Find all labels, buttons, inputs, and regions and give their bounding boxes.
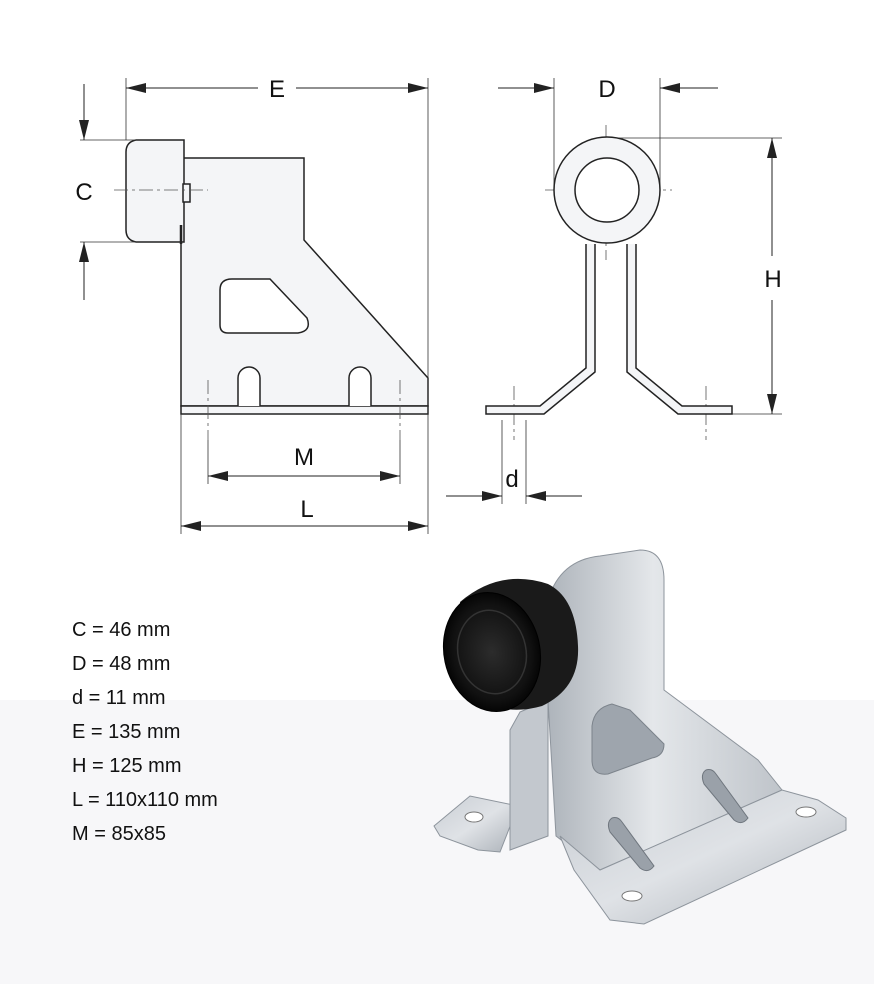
spec-item-d: d = 11 mm [72,687,166,709]
label-H: H [764,266,781,293]
label-L: L [300,496,313,523]
spec-item-M: M = 85x85 [72,823,166,845]
spec-item-L: L = 110x110 mm [72,789,218,811]
render-base-right [559,789,847,925]
front-washer-inner [574,157,640,223]
spec-item-E: E = 135 mm [72,721,181,743]
product-render [433,549,847,925]
label-C: C [75,179,92,206]
label-d: d [505,466,518,493]
extension-lines [80,78,782,534]
side-bumper [125,139,185,243]
side-base-plate [180,405,429,415]
spec-item-H: H = 125 mm [72,755,182,777]
render-base-left [433,795,519,853]
specification-list: C = 46 mm D = 48 mm d = 11 mm E = 135 mm… [72,616,218,854]
render-slot-2 [701,769,749,824]
label-M: M [294,444,314,471]
dimension-arrows [79,83,777,531]
side-view [125,139,429,415]
front-legs [485,244,733,415]
side-bracket-outline [180,157,429,407]
render-slot-1 [607,817,655,872]
side-slot-right [348,366,372,406]
side-bumper-stud [182,183,191,203]
render-plate-left [509,699,549,851]
side-window [219,278,310,334]
side-slot-left [237,366,261,406]
front-view [485,136,733,415]
render-window [591,703,665,775]
spec-item-C: C = 46 mm [72,619,171,641]
label-D: D [598,76,615,103]
label-E: E [269,76,285,103]
spec-item-D: D = 48 mm [72,653,171,675]
render-bumper-face [442,591,542,713]
